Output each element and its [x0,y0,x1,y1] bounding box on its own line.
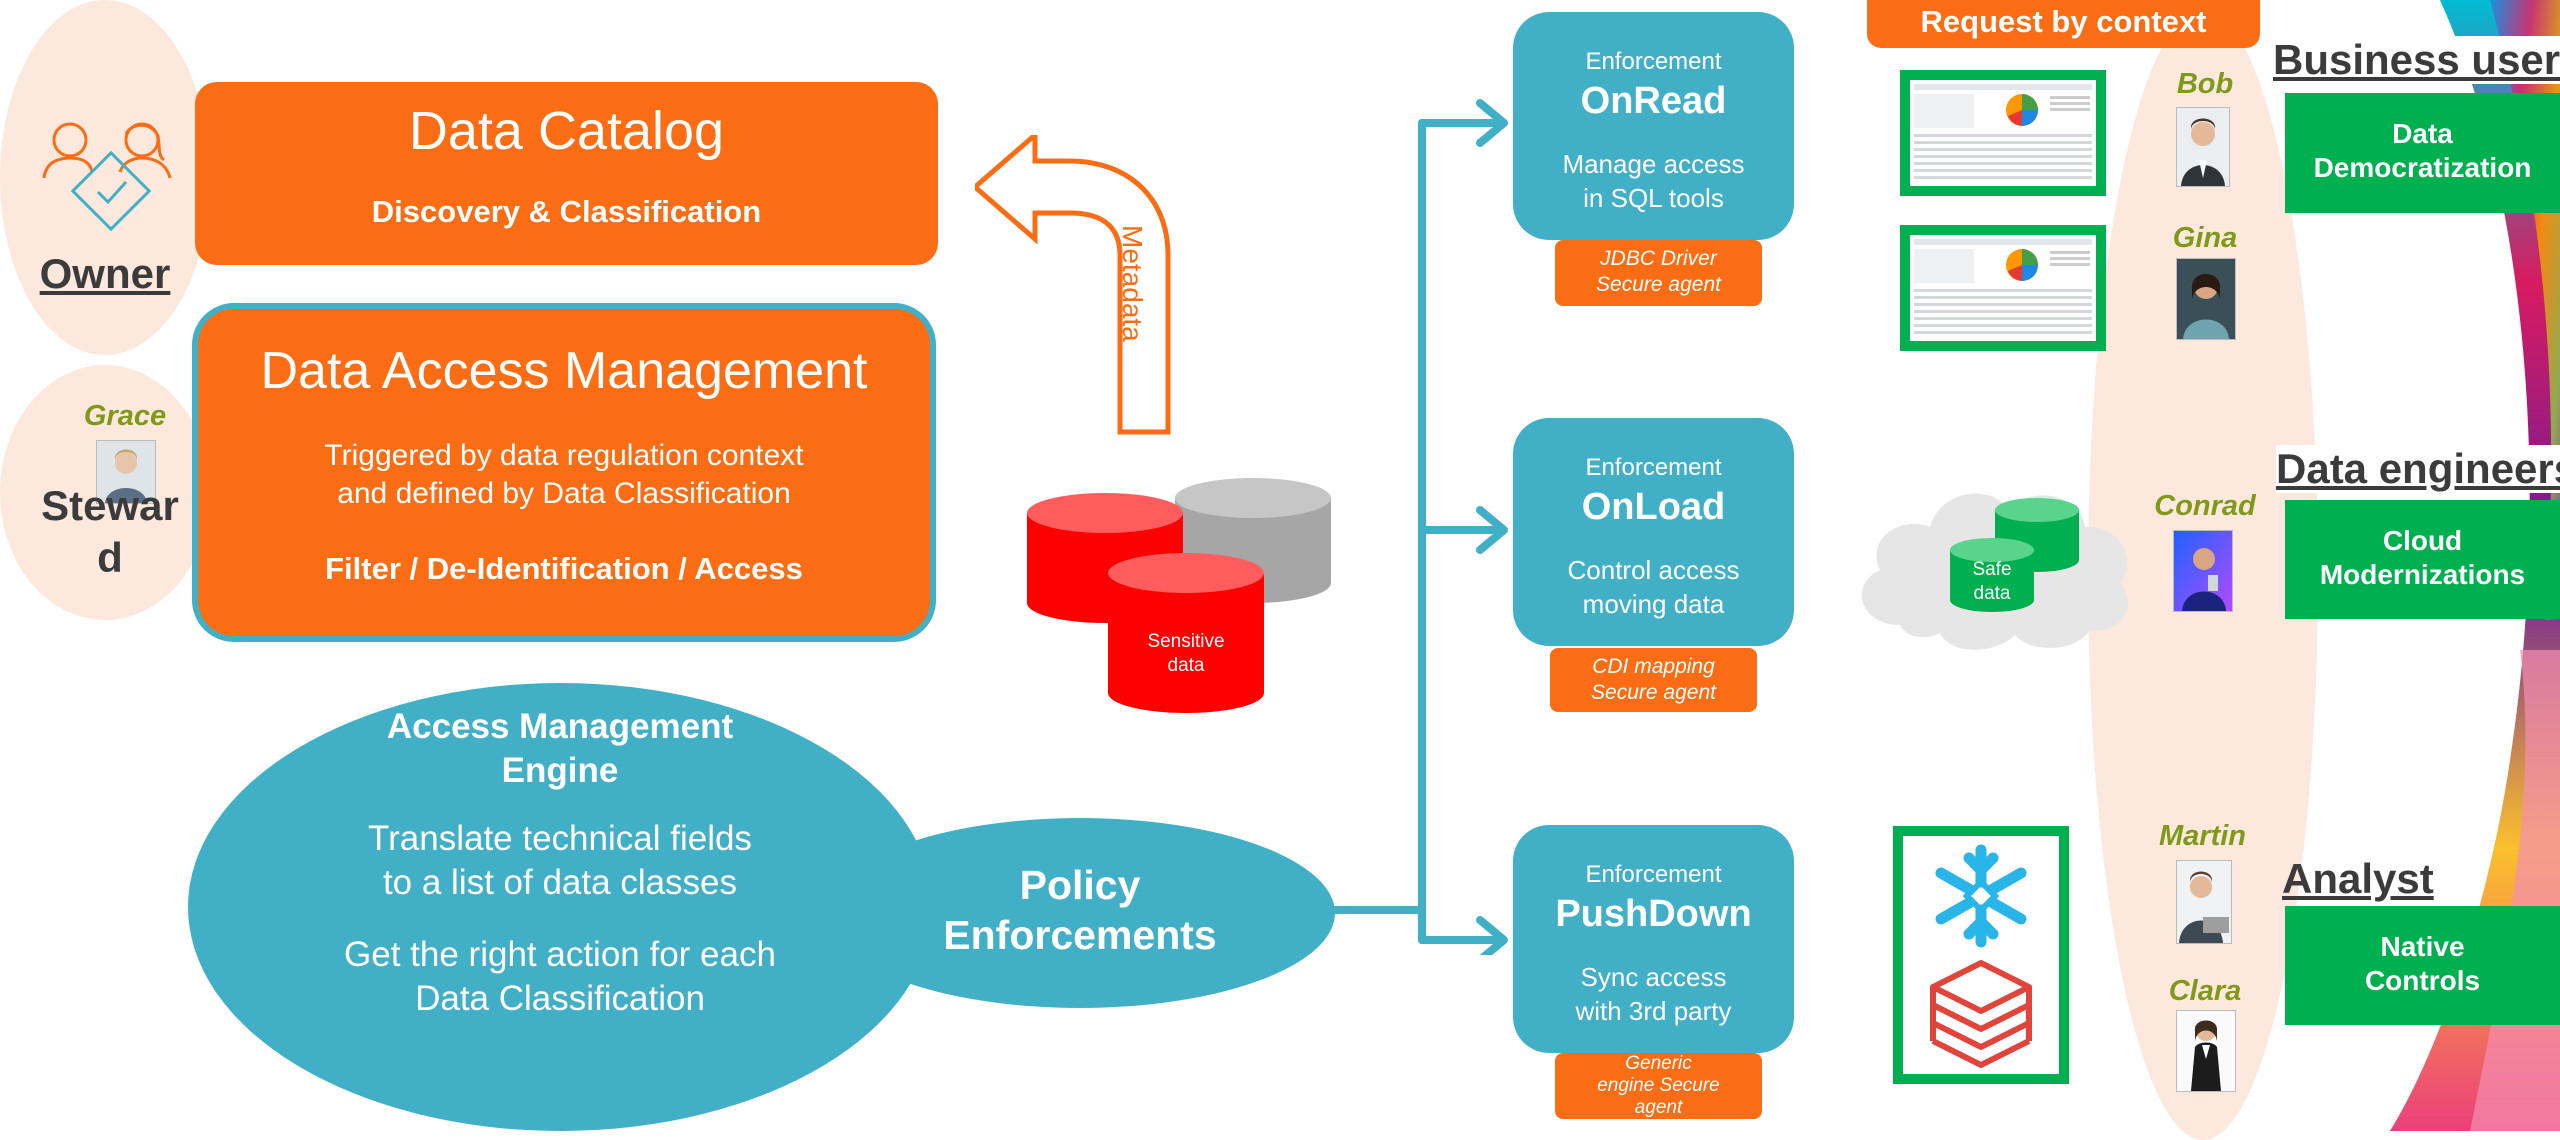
steward-title-text: Steward [41,482,179,581]
owner-circle [0,0,210,355]
safe-data-cloud [1861,493,2129,650]
onread-tag-line1: JDBC Driver [1600,247,1717,270]
owner-title: Owner [39,250,171,297]
data-engineers-title: Data engineers [2276,445,2560,493]
dashboard-thumbnail-1 [1900,70,2106,196]
access-management-engine-ellipse [188,683,933,1131]
dam-desc-line1: Triggered by data regulation context [324,439,804,472]
onload-tag-line2: Secure agent [1591,681,1716,704]
enforcement-onread-box: Enforcement OnRead Manage access in SQL … [1513,12,1794,240]
data-catalog-subtitle: Discovery & Classification [371,194,762,229]
grace-name: Grace [83,400,167,432]
pushdown-tag: Generic engine Secure agent [1555,1053,1762,1119]
onload-desc-line1: Control access [1567,555,1740,585]
analyst-title: Analyst [2282,855,2434,902]
gina-photo [2176,258,2236,340]
data-catalog-box: Data Catalog Discovery & Classification [195,82,938,265]
enforcement-onload-box: Enforcement OnLoad Control access moving… [1513,418,1794,646]
engine-text: Access Management Engine Translate techn… [250,707,870,1019]
onread-kicker: Enforcement [1585,48,1722,75]
data-catalog-title: Data Catalog [408,101,725,161]
clara-name: Clara [2168,975,2242,1007]
safe-data-line2: data [1973,583,2011,604]
steward-title: Steward [30,480,190,584]
democratization-line2: Democratization [2313,152,2532,183]
policy-line2: Enforcements [943,912,1217,958]
martin-name: Martin [2159,820,2246,852]
onload-title: OnLoad [1581,486,1726,528]
bob-name: Bob [2176,68,2234,100]
pushdown-desc-line2: with 3rd party [1575,996,1732,1026]
onload-tag: CDI mapping Secure agent [1550,648,1757,712]
onload-kicker: Enforcement [1585,454,1722,481]
cloud-line1: Cloud [2382,525,2463,556]
connector-arrows [1330,99,1508,955]
pushdown-tag-line3: agent [1634,1097,1683,1118]
bob-photo [2176,107,2230,187]
onload-tag-line1: CDI mapping [1592,655,1715,678]
onload-desc-line2: moving data [1582,589,1725,619]
pushdown-desc-line1: Sync access [1580,962,1727,992]
onread-tag: JDBC Driver Secure agent [1555,240,1762,306]
policy-text: Policy Enforcements [900,860,1260,960]
onread-tag-line2: Secure agent [1596,273,1721,296]
martin-photo [2176,860,2232,944]
engine-title-line2: Engine [501,751,619,790]
sensitive-data-line1: Sensitive [1147,631,1225,652]
conrad-photo [2173,530,2233,612]
pushdown-tag-line1: Generic [1625,1053,1692,1074]
data-access-management-box: Data Access Management Triggered by data… [192,303,936,642]
snowflake-icon [1935,844,2027,948]
safe-data-label: Safe data [1950,558,2034,606]
engine-desc1-line2: to a list of data classes [382,863,738,902]
onread-desc-line2: in SQL tools [1583,183,1724,213]
onread-title: OnRead [1580,80,1727,122]
databricks-icon [1930,960,2032,1068]
dam-title: Data Access Management [260,342,868,400]
native-line1: Native [2380,931,2465,962]
enforcement-pushdown-box: Enforcement PushDown Sync access with 3r… [1513,825,1794,1053]
dam-desc-line2: and defined by Data Classification [337,477,791,510]
request-by-context-banner: Request by context [1867,0,2260,48]
engine-desc1-line1: Translate technical fields [368,819,752,858]
sensitive-data-line2: data [1167,655,1205,676]
database-cylinders [1027,478,1331,713]
grace-photo [96,440,156,504]
native-line2: Controls [2364,965,2481,996]
sensitive-data-label: Sensitive data [1108,630,1264,678]
gina-name: Gina [2172,222,2238,254]
pushdown-tag-line2: engine Secure [1597,1075,1720,1096]
engine-desc2-line1: Get the right action for each [344,935,776,974]
data-democratization-box: Data Democratization [2285,93,2560,213]
policy-line1: Policy [1019,862,1141,908]
native-controls-box: Native Controls [2285,906,2560,1025]
metadata-label-text: Metadata [1117,225,1148,342]
democratization-line1: Data [2392,118,2453,149]
dashboard-thumbnail-2 [1900,225,2106,351]
dam-footer: Filter / De-Identification / Access [325,551,803,586]
conrad-name: Conrad [2154,490,2256,522]
metadata-arrow [975,135,1171,435]
owner-icon [42,122,172,232]
pushdown-title: PushDown [1555,893,1752,935]
business-users-title: Business users [2273,36,2560,84]
onread-desc-line1: Manage access [1562,149,1745,179]
cloud-modernizations-box: Cloud Modernizations [2285,500,2560,619]
engine-desc2-line2: Data Classification [415,979,705,1018]
safe-data-line1: Safe [1972,559,2012,580]
cloud-line2: Modernizations [2319,559,2526,590]
engine-title-line1: Access Management [386,707,734,746]
pushdown-kicker: Enforcement [1585,861,1722,888]
clara-photo [2176,1010,2236,1092]
